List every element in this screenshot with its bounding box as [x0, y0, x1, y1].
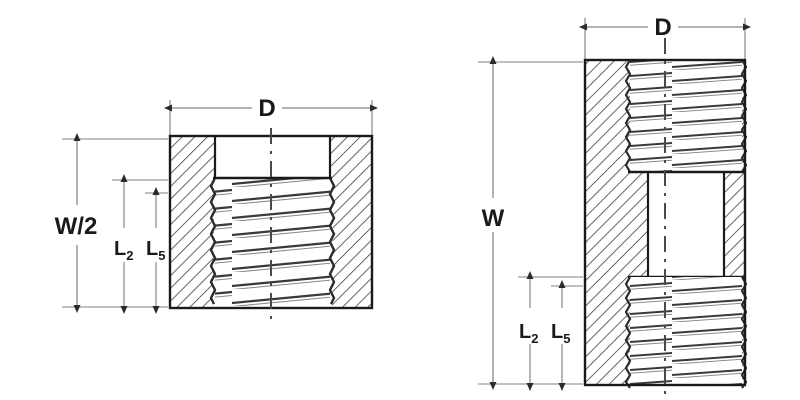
right-coupling-body — [583, 38, 748, 398]
thread-crest-upper-left — [624, 59, 632, 173]
dimension-L2-left: L2 — [112, 174, 168, 314]
dimension-label-L2-right: L2 — [519, 321, 538, 346]
dimension-D-left: D — [164, 95, 378, 136]
dimension-D-right: D — [579, 14, 751, 60]
section-hatching-right — [330, 136, 372, 308]
dimension-L5-left: L5 — [145, 187, 168, 314]
dimension-label-W-half: W/2 — [55, 213, 98, 240]
dimension-W-half: W/2 — [55, 133, 168, 313]
internal-thread-lower — [630, 277, 742, 385]
dimension-label-L2-left: L2 — [114, 238, 133, 263]
thread-crest-right-edge — [328, 177, 336, 305]
dimension-label-W-full: W — [482, 205, 505, 232]
dimension-W-full: W — [478, 56, 583, 390]
right-view: D — [478, 14, 751, 398]
dimension-L2-right: L2 — [518, 271, 583, 391]
left-view: D — [55, 95, 378, 322]
dimension-label-D-left: D — [258, 95, 275, 122]
thread-crest-lower-left — [624, 276, 632, 389]
smooth-bore-middle — [648, 172, 724, 277]
smooth-bore-counterbore — [215, 136, 330, 178]
thread-crest-left-edge — [209, 177, 217, 305]
section-hatching-left — [585, 60, 648, 385]
internal-thread-upper — [630, 60, 742, 172]
internal-thread-lower — [215, 178, 330, 308]
section-hatching-left — [170, 136, 215, 308]
dimension-label-L5-left: L5 — [146, 238, 165, 263]
left-coupling-body — [168, 128, 374, 322]
body-outline — [583, 58, 747, 387]
dimension-L5-right: L5 — [551, 280, 583, 391]
dimension-label-L5-right: L5 — [551, 321, 570, 346]
dimension-label-D-right: D — [654, 14, 671, 41]
